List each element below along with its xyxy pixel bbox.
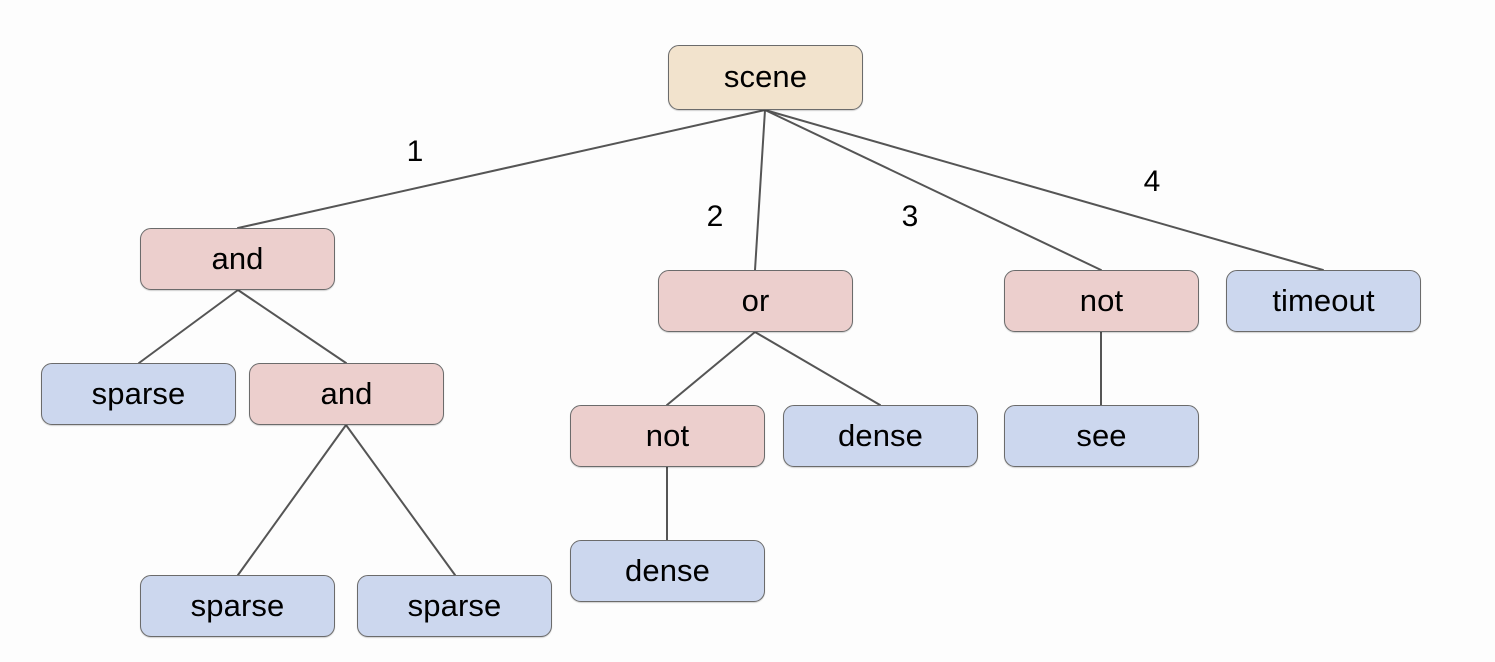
- tree-edge: [237, 424, 347, 576]
- tree-edge: [666, 331, 756, 406]
- tree-edge: [345, 424, 456, 576]
- tree-node-sparse2[interactable]: sparse: [140, 575, 335, 637]
- tree-node-label: sparse: [91, 375, 186, 411]
- edge-label: 4: [1143, 165, 1161, 198]
- edge-label: 1: [406, 135, 424, 168]
- tree-edge: [237, 109, 766, 229]
- tree-edge: [138, 289, 239, 364]
- tree-node-and1[interactable]: and: [140, 228, 335, 290]
- tree-node-not1[interactable]: not: [1004, 270, 1199, 332]
- tree-edge: [754, 109, 766, 271]
- tree-node-sparse1[interactable]: sparse: [41, 363, 236, 425]
- tree-node-dense1[interactable]: dense: [783, 405, 978, 467]
- tree-node-label: and: [211, 240, 264, 276]
- tree-node-dense2[interactable]: dense: [570, 540, 765, 602]
- tree-node-sparse3[interactable]: sparse: [357, 575, 552, 637]
- tree-node-label: and: [320, 375, 373, 411]
- tree-node-label: dense: [838, 417, 923, 453]
- tree-node-label: sparse: [190, 587, 285, 623]
- tree-node-label: not: [1079, 282, 1124, 318]
- tree-edge: [237, 289, 347, 364]
- tree-node-label: not: [645, 417, 690, 453]
- edge-label: 3: [901, 200, 919, 233]
- tree-node-label: see: [1076, 417, 1127, 453]
- tree-node-label: dense: [625, 552, 710, 588]
- tree-node-timeout1[interactable]: timeout: [1226, 270, 1421, 332]
- tree-node-label: or: [741, 282, 770, 318]
- tree-node-and2[interactable]: and: [249, 363, 444, 425]
- tree-node-not2[interactable]: not: [570, 405, 765, 467]
- tree-node-label: scene: [723, 59, 808, 94]
- tree-node-label: timeout: [1272, 282, 1375, 318]
- tree-node-scene[interactable]: scene: [668, 45, 863, 110]
- tree-node-label: sparse: [407, 587, 502, 623]
- edge-label: 2: [706, 200, 724, 233]
- tree-edge: [764, 109, 1102, 271]
- tree-edge: [764, 109, 1324, 271]
- tree-edge: [754, 331, 881, 406]
- tree-node-see1[interactable]: see: [1004, 405, 1199, 467]
- tree-node-or1[interactable]: or: [658, 270, 853, 332]
